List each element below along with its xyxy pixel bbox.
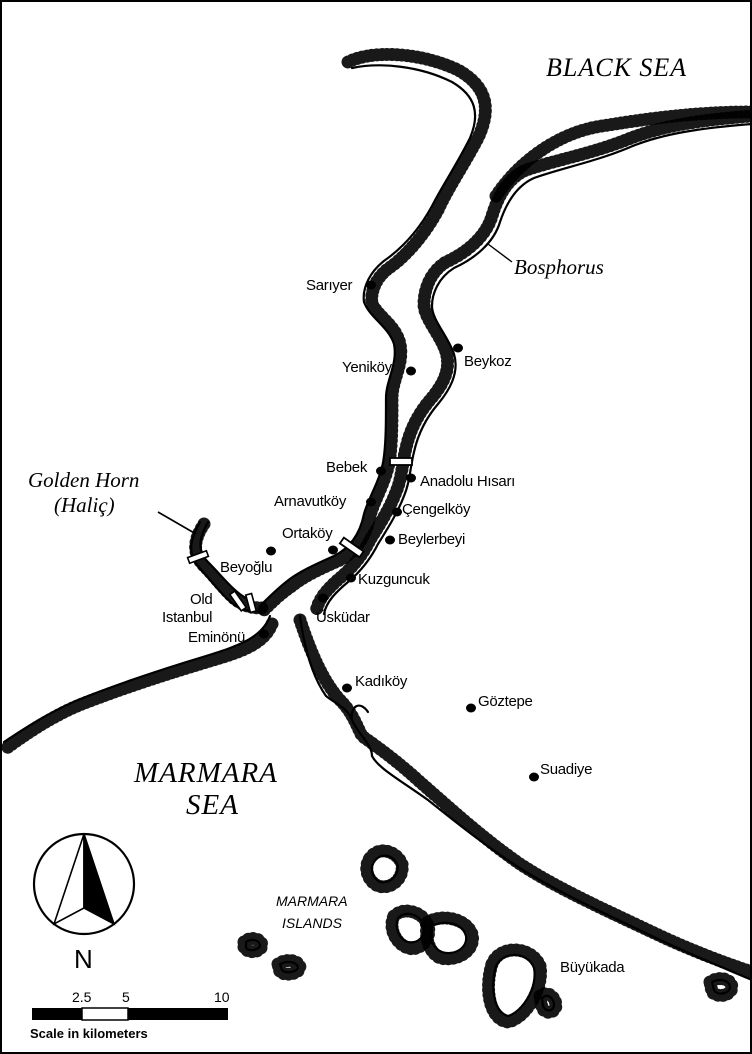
- coastline-stipple: [0, 48, 752, 979]
- marmara-sea-label-2: SEA: [186, 789, 239, 821]
- label-kuzguncuk: Kuzguncuk: [358, 571, 430, 588]
- bridge-golden-horn-3: [244, 592, 258, 614]
- marker-ortakoy: [328, 545, 338, 555]
- black-sea-label: BLACK SEA: [546, 53, 687, 82]
- bridges: [186, 457, 413, 614]
- coastline: [2, 64, 752, 982]
- label-suadiye: Suadiye: [540, 761, 592, 778]
- island-1: [360, 844, 409, 894]
- golden-horn-label-1: Golden Horn: [28, 468, 139, 492]
- bosphorus-leader: [487, 243, 513, 263]
- marker-beykoz: [453, 343, 463, 353]
- city-labels: Sarıyer Beykoz Yeniköy Bebek Anadolu Hıs…: [162, 277, 626, 976]
- scale-segment-1: [32, 1008, 82, 1020]
- north-arrow: N: [32, 832, 136, 974]
- label-anadolu-hisari: Anadolu Hısarı: [420, 473, 515, 490]
- island-buyukada: [482, 943, 548, 1029]
- marker-beylerbeyi: [385, 535, 395, 545]
- scale-bar: 2.5 5 10 Scale in kilometers: [30, 989, 230, 1041]
- marmara-islands-label-2: ISLANDS: [282, 915, 343, 931]
- label-cengelkoy: Çengelköy: [402, 501, 471, 518]
- marker-sariyer: [366, 280, 376, 290]
- bosphorus-label: Bosphorus: [514, 255, 604, 279]
- marker-yenikoy: [406, 366, 416, 376]
- label-eminonu: Eminönü: [188, 629, 245, 646]
- marker-uskudar: [318, 593, 328, 603]
- marker-island-small: [420, 922, 426, 928]
- label-goztepe: Göztepe: [478, 693, 533, 710]
- island-west-1: [237, 932, 269, 959]
- label-buyukada: Büyükada: [560, 959, 625, 976]
- marker-kuzguncuk: [346, 573, 356, 583]
- scale-tick-2-5: 2.5: [72, 989, 92, 1005]
- label-old-istanbul-1: Old: [190, 591, 212, 608]
- marker-eminonu: [259, 629, 269, 639]
- label-beykoz: Beykoz: [464, 353, 511, 370]
- golden-horn-leader: [157, 511, 197, 535]
- marker-arnavutkoy: [366, 497, 376, 507]
- label-sariyer: Sarıyer: [306, 277, 353, 294]
- scale-tick-5: 5: [122, 989, 130, 1005]
- compass-needle-right: [83, 833, 116, 926]
- bridge-golden-horn-2: [228, 589, 248, 613]
- marker-cengelkoy: [392, 507, 402, 517]
- city-markers: [259, 280, 539, 928]
- scale-segment-2: [81, 1007, 129, 1021]
- marker-kadikoy: [342, 683, 352, 693]
- bridge-bosphorus-south: [338, 536, 365, 559]
- label-uskudar: Üsküdar: [316, 608, 370, 626]
- marmara-islands-label-1: MARMARA: [276, 893, 348, 909]
- bridge-golden-horn-1: [186, 549, 210, 565]
- marker-goztepe: [466, 703, 476, 713]
- north-label: N: [74, 944, 93, 974]
- label-old-istanbul-2: Istanbul: [162, 609, 212, 626]
- label-beyoglu: Beyoğlu: [220, 559, 272, 576]
- island-west-2: [271, 954, 307, 981]
- marker-anadolu-hisari: [406, 473, 416, 483]
- scale-tick-10: 10: [214, 989, 230, 1005]
- label-beylerbeyi: Beylerbeyi: [398, 531, 465, 548]
- marker-bebek: [376, 466, 386, 476]
- island-small-east: [533, 987, 563, 1019]
- golden-horn-label-2: (Haliç): [54, 493, 115, 517]
- scale-title: Scale in kilometers: [30, 1026, 148, 1041]
- bridge-bosphorus-north: [389, 457, 413, 466]
- island-far-east: [703, 972, 739, 1002]
- label-kadikoy: Kadıköy: [355, 673, 408, 690]
- label-bebek: Bebek: [326, 459, 368, 476]
- marmara-sea-label-1: MARMARA: [133, 757, 278, 789]
- label-ortakoy: Ortaköy: [282, 525, 333, 542]
- label-arnavutkoy: Arnavutköy: [274, 493, 347, 510]
- marker-beyoglu: [266, 546, 276, 556]
- marker-suadiye: [529, 772, 539, 782]
- scale-segment-3: [128, 1008, 228, 1020]
- marmara-islands: [237, 844, 739, 1029]
- label-yenikoy: Yeniköy: [342, 359, 393, 376]
- island-3: [420, 911, 479, 966]
